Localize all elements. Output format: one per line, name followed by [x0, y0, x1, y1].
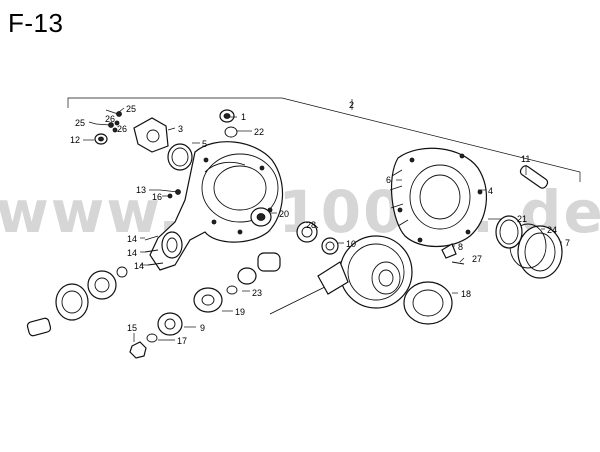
bracket-plate: [133, 117, 169, 153]
washer: [116, 266, 128, 278]
callout-10: 10: [346, 239, 356, 249]
callout-27: 27: [472, 254, 482, 264]
drive-gear: [87, 270, 117, 300]
callout-6: 6: [386, 175, 391, 185]
callout-26b: 26: [117, 124, 127, 134]
callout-26a: 26: [105, 114, 115, 124]
callout-9: 9: [200, 323, 205, 333]
collar-upper: [257, 252, 281, 272]
callout-16: 16: [152, 192, 162, 202]
gear-9: [157, 312, 183, 336]
callout-5: 5: [202, 139, 207, 149]
callout-28: 28: [306, 220, 316, 230]
bolts-25-26: [95, 109, 122, 133]
assembly-bracket: [67, 97, 581, 182]
bearing-18: [403, 281, 453, 325]
callout-2: 2: [349, 100, 354, 110]
nut-15: [129, 341, 147, 359]
callout-19: 19: [235, 307, 245, 317]
callout-8: 8: [458, 242, 463, 252]
leader-lines: [83, 99, 562, 342]
callout-1: 1: [241, 112, 246, 122]
callout-12: 12: [70, 135, 80, 145]
page-title: F-13: [8, 8, 64, 38]
final-drive-housing: [149, 141, 283, 271]
pinion-shaft: [269, 261, 349, 315]
spacer-19: [193, 287, 223, 313]
callout-25a: 25: [126, 104, 136, 114]
bearing-10: [321, 237, 339, 255]
callout-25b: 25: [75, 118, 85, 128]
callout-14b: 14: [127, 248, 137, 258]
bearing-28: [296, 221, 318, 243]
callout-13: 13: [136, 185, 146, 195]
gear-case-cover: [389, 147, 487, 247]
callout-24: 24: [547, 225, 557, 235]
washer-23: [226, 285, 238, 295]
callout-17: 17: [177, 336, 187, 346]
clip-8: [441, 243, 457, 259]
callout-20: 20: [279, 209, 289, 219]
studs-14: [144, 235, 164, 266]
callout-15: 15: [127, 323, 137, 333]
washer-17: [146, 333, 158, 343]
callout-14c: 14: [134, 261, 144, 271]
callout-18: 18: [461, 289, 471, 299]
callout-22: 22: [254, 127, 264, 137]
callout-4: 4: [488, 186, 493, 196]
bearing-front: [55, 283, 89, 321]
callout-7: 7: [565, 238, 570, 248]
callout-11: 11: [521, 154, 530, 164]
callout-21: 21: [517, 214, 527, 224]
callout-labels: 1 2 3 4 5 6 7 8 9 10 11 12 13 14 14 14 1…: [70, 100, 570, 346]
bearing-23: [237, 267, 257, 285]
callout-3: 3: [178, 124, 183, 134]
collar: [26, 317, 52, 337]
o-ring-22: [224, 126, 238, 138]
dowel-pin: [519, 165, 549, 189]
bolt-13: [159, 189, 181, 199]
callout-14a: 14: [127, 234, 137, 244]
bolt-27: [451, 261, 465, 265]
callout-23: 23: [252, 288, 262, 298]
